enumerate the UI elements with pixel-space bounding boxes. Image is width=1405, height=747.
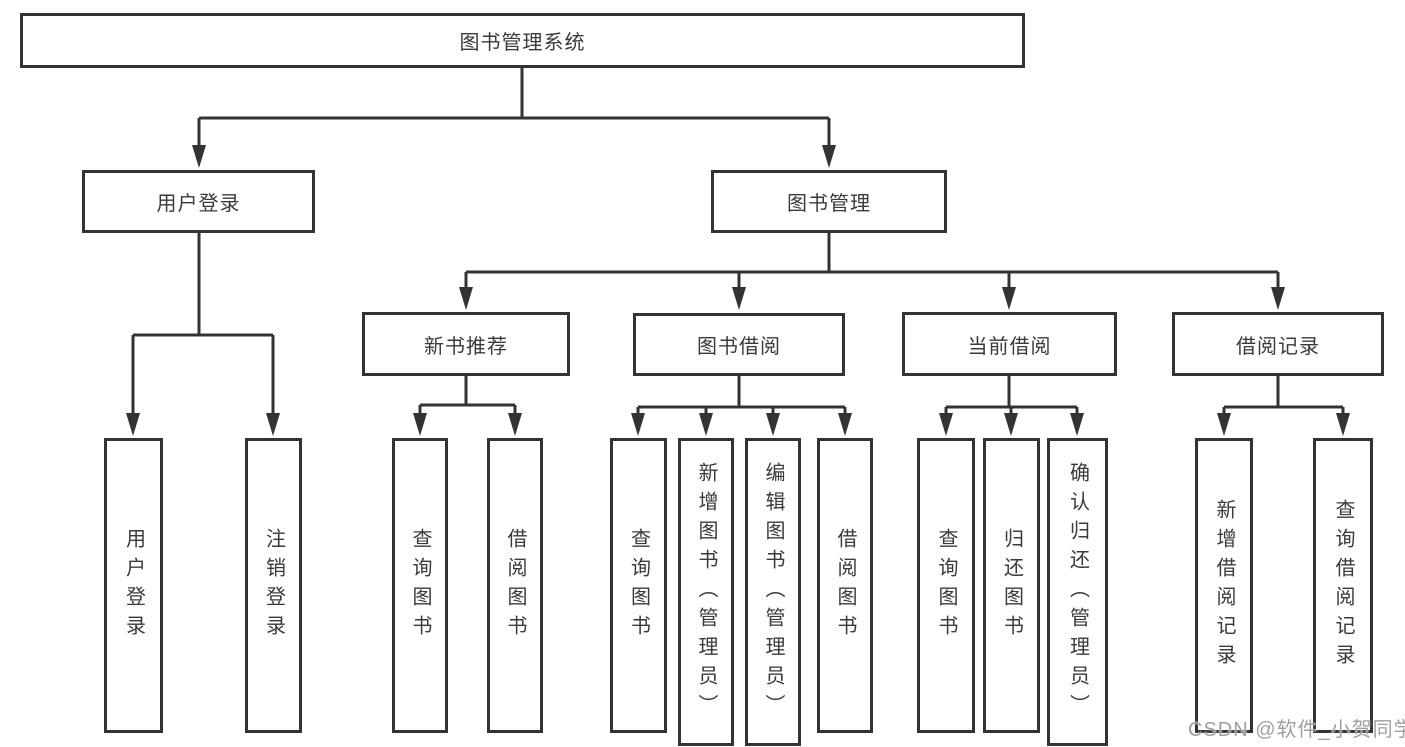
connector-borrowrec-to-leaves <box>1222 376 1345 418</box>
leaf-query-borrow-record: 查询借阅记录 <box>1313 438 1373 733</box>
leaf-add-book-admin: 新增图书（管理员） <box>678 438 734 746</box>
leaf-borrow-books-newbook: 借阅图书 <box>487 438 543 733</box>
leaf-edit-book-admin: 编辑图书（管理员） <box>745 438 801 746</box>
node-current-borrowing: 当前借阅 <box>902 312 1117 376</box>
node-book-management: 图书管理 <box>711 170 947 233</box>
csdn-watermark: CSDN @软件_小贺同学 <box>1188 719 1405 741</box>
node-book-borrowing: 图书借阅 <box>633 313 845 376</box>
arrow-down-icon <box>939 413 953 436</box>
arrow-down-icon <box>1002 287 1016 310</box>
leaf-query-books-current: 查询图书 <box>917 438 975 733</box>
arrowhead-icons <box>126 145 1350 436</box>
arrow-down-icon <box>508 413 522 436</box>
leaf-query-books-newbook: 查询图书 <box>392 438 448 733</box>
arrow-down-icon <box>766 413 780 436</box>
node-new-book-recommend: 新书推荐 <box>362 312 570 376</box>
leaf-return-book: 归还图书 <box>983 438 1040 733</box>
node-root-system: 图书管理系统 <box>20 13 1025 68</box>
arrow-down-icon <box>822 145 836 168</box>
leaf-add-borrow-record: 新增借阅记录 <box>1195 438 1253 733</box>
arrow-down-icon <box>1336 413 1350 436</box>
arrow-down-icon <box>126 413 140 436</box>
connector-userlogin-to-leaves <box>131 233 275 418</box>
node-borrow-records: 借阅记录 <box>1172 312 1384 376</box>
arrow-down-icon <box>732 287 746 310</box>
connector-bookborrow-to-leaves <box>636 376 847 418</box>
leaf-confirm-return-admin: 确认归还（管理员） <box>1047 438 1108 746</box>
arrow-down-icon <box>192 145 206 168</box>
arrow-down-icon <box>838 413 852 436</box>
leaf-logout: 注销登录 <box>245 438 302 733</box>
arrow-down-icon <box>413 413 427 436</box>
arrow-down-icon <box>699 413 713 436</box>
connector-root-to-level2 <box>197 68 831 150</box>
connector-curborrow-to-leaves <box>944 376 1079 418</box>
connector-newbook-to-leaves <box>418 376 517 418</box>
node-user-login: 用户登录 <box>82 170 315 233</box>
arrow-down-icon <box>1271 287 1285 310</box>
leaf-borrow-books-borrow: 借阅图书 <box>817 438 873 733</box>
arrow-down-icon <box>266 413 280 436</box>
arrow-down-icon <box>1217 413 1231 436</box>
connector-bookmgmt-to-level3 <box>464 233 1280 292</box>
leaf-user-login: 用户登录 <box>104 438 163 733</box>
arrow-down-icon <box>631 413 645 436</box>
leaf-query-books-borrow: 查询图书 <box>610 438 667 733</box>
arrow-down-icon <box>459 287 473 310</box>
arrow-down-icon <box>1070 413 1084 436</box>
arrow-down-icon <box>1004 413 1018 436</box>
